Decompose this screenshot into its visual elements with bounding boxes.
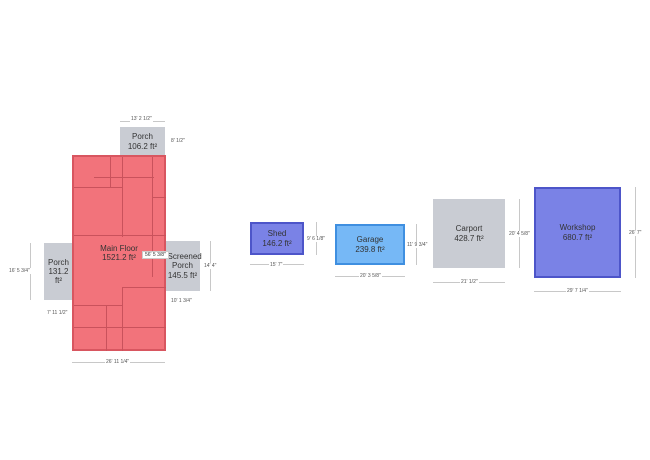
dimension-label: 15' 7" xyxy=(269,262,284,268)
room-area: 239.8 ft² xyxy=(355,244,385,254)
dimension-label: 20' 3 5/8" xyxy=(359,273,382,279)
dimension-label: 16' 5 3/4" xyxy=(8,268,31,274)
dimension-label: 10' 1 3/4" xyxy=(170,298,193,304)
dimension-label: 8' 1/2" xyxy=(170,138,186,144)
dimension-label: 11' 9 3/4" xyxy=(406,242,429,248)
room-area: 145.5 ft² xyxy=(167,270,198,280)
room-name: Garage xyxy=(356,235,384,245)
main-floor-dimension-tag: 56' 5 3/8" xyxy=(142,251,169,259)
room-name: Porch xyxy=(132,132,153,142)
dimension-label: 26' 11 1/4" xyxy=(105,359,131,365)
dimension-label: 26' 7" xyxy=(628,230,643,236)
room-shed[interactable]: Shed 146.2 ft² xyxy=(250,222,304,255)
room-porch-top[interactable]: Porch 106.2 ft² xyxy=(120,127,165,156)
room-name: Workshop xyxy=(559,223,596,233)
room-workshop[interactable]: Workshop 680.7 ft² xyxy=(534,187,621,278)
dimension-label: 7' 11 1/2" xyxy=(46,310,69,316)
room-area: 1521.2 ft² xyxy=(102,253,136,262)
room-name: Shed xyxy=(267,229,287,239)
dimension-label: 13' 2 1/2" xyxy=(130,116,153,122)
dimension-label: 29' 7 1/4" xyxy=(566,288,589,294)
dimension-label: 14' 4" xyxy=(203,263,218,269)
room-area: 146.2 ft² xyxy=(262,238,292,248)
room-area: 428.7 ft² xyxy=(454,233,484,243)
room-porch-left[interactable]: Porch 131.2 ft² xyxy=(44,243,73,300)
room-screened-porch[interactable]: Screened Porch 145.5 ft² xyxy=(165,241,202,291)
room-name: Porch xyxy=(48,257,69,267)
dimension-label: 21' 1/2" xyxy=(460,279,479,285)
room-carport[interactable]: Carport 428.7 ft² xyxy=(433,199,505,268)
dimension-label: 9' 6 1/8" xyxy=(306,236,327,242)
dimension-label: 20' 4 5/8" xyxy=(508,231,531,237)
room-area: 680.7 ft² xyxy=(562,232,593,242)
room-name: Carport xyxy=(455,224,483,234)
room-garage[interactable]: Garage 239.8 ft² xyxy=(335,224,405,265)
room-area: 106.2 ft² xyxy=(127,141,158,151)
room-name: Main Floor xyxy=(100,243,138,253)
room-name: Screened Porch xyxy=(167,252,202,271)
room-area: 131.2 ft² xyxy=(48,266,69,286)
